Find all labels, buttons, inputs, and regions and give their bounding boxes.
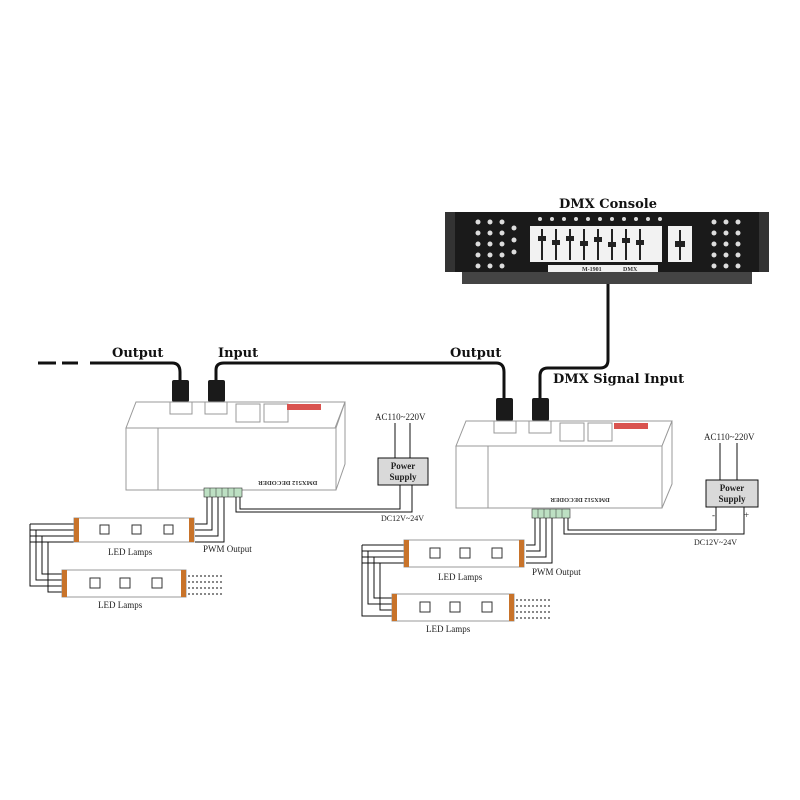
console-top-buttons: [538, 217, 662, 221]
link-cable-decoders: [214, 361, 506, 400]
console-brand-strip: [548, 265, 658, 272]
svg-text:Power: Power: [391, 461, 416, 471]
power-supply-left: AC110~220V Power Supply DC12V~24V: [375, 412, 429, 523]
svg-text:Power: Power: [720, 483, 745, 493]
label-output-right: Output: [450, 346, 501, 361]
ps-minus-label: -: [712, 510, 715, 520]
console-base: [462, 272, 752, 284]
console-brand-text: M-1901: [582, 267, 602, 273]
decoder-label: DMX512 DECODER: [258, 479, 318, 486]
console-title: DMX Console: [559, 197, 657, 212]
power-supply-box: [377, 457, 429, 486]
ps-plus-label: +: [744, 510, 749, 520]
output-cable-left: [90, 361, 182, 381]
ac-label-right: AC110~220V: [704, 432, 755, 442]
power-supply-right: AC110~220V Power Supply - + DC12V~24V: [694, 432, 759, 547]
svg-text:Supply: Supply: [389, 472, 417, 482]
svg-text:Supply: Supply: [718, 494, 746, 504]
lamp-label-left-2: LED Lamps: [98, 600, 143, 610]
decoder-red-switch: [287, 404, 321, 410]
dc-wire-left: [239, 485, 401, 510]
lamp-continuation-left: [188, 575, 222, 595]
pwm-label-right: PWM Output: [532, 567, 581, 577]
console-model-text: DMX: [623, 267, 638, 273]
pwm-terminal-block: [531, 508, 571, 519]
xlr-connector-output: [172, 380, 189, 402]
led-lamp-left-1: [73, 517, 195, 543]
dc-wire-right: [567, 507, 717, 531]
xlr-connector-input: [208, 380, 225, 402]
dmx-console: DMX Console: [445, 197, 769, 284]
ac-label-left: AC110~220V: [375, 412, 426, 422]
decoder-red-switch: [614, 423, 648, 429]
xlr-connector-input: [532, 398, 549, 421]
console-rack-ear-right: [759, 212, 769, 272]
pwm-wires-right: [361, 518, 553, 617]
console-signal-cable: [538, 284, 610, 400]
console-left-buttons: [475, 219, 517, 269]
dc-label-right: DC12V~24V: [694, 538, 737, 547]
lamp-label-right-2: LED Lamps: [426, 624, 471, 634]
pwm-wires-left: [29, 497, 225, 593]
console-rack-ear-left: [445, 212, 455, 272]
label-output-left: Output: [112, 346, 163, 361]
led-lamp-right-1: [403, 539, 525, 568]
power-supply-box: [705, 479, 759, 508]
led-lamp-left-2: [61, 569, 187, 598]
lamp-continuation-right: [516, 599, 552, 619]
lamp-label-left-1: LED Lamps: [108, 547, 153, 557]
xlr-connector-output: [496, 398, 513, 421]
lamp-label-right-1: LED Lamps: [438, 572, 483, 582]
dmx-wires: [38, 284, 610, 400]
label-dmx-signal-input: DMX Signal Input: [553, 372, 684, 387]
decoder-left: DMX512 DECODER: [125, 380, 346, 498]
console-fader-knobs: [538, 236, 644, 247]
led-lamp-right-2: [391, 593, 515, 622]
dc-label-left: DC12V~24V: [381, 514, 424, 523]
label-input-left: Input: [218, 346, 258, 361]
decoder-right: DMX512 DECODER: [455, 398, 673, 519]
pwm-label-left: PWM Output: [203, 544, 252, 554]
decoder-label: DMX512 DECODER: [550, 496, 610, 503]
pwm-terminal-block: [203, 487, 243, 498]
decoder-front-face: [455, 445, 663, 509]
console-right-buttons: [711, 219, 741, 269]
